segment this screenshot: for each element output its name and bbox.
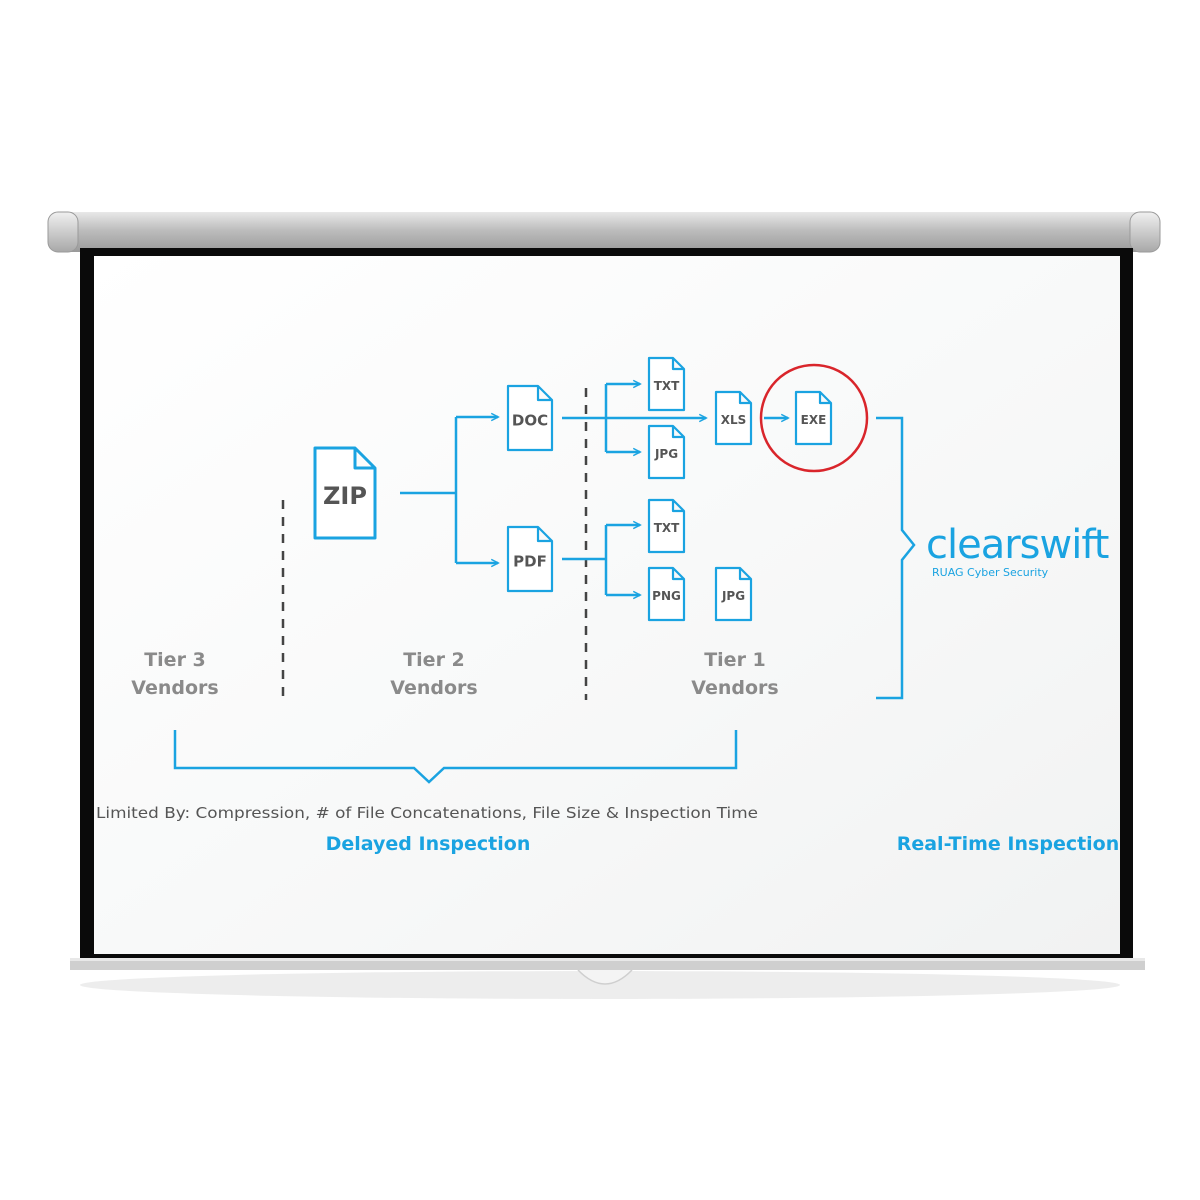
- file-icon-pdf-jpg: JPG: [714, 566, 753, 622]
- tier3-label: Tier 3 Vendors: [131, 649, 218, 699]
- tier3-line2: Vendors: [131, 677, 218, 699]
- file-icon-zip: ZIP: [313, 446, 377, 540]
- tier2-line2: Vendors: [390, 677, 477, 699]
- document-icon: [714, 390, 753, 446]
- document-icon: [794, 390, 833, 446]
- file-type-label: XLS: [721, 413, 747, 427]
- document-icon: [506, 525, 554, 593]
- delayed-inspection-label: Delayed Inspection: [326, 833, 531, 855]
- file-type-label: TXT: [654, 379, 680, 393]
- tier1-line1: Tier 1: [704, 649, 766, 671]
- file-icon-exe: EXE: [794, 390, 833, 446]
- clearswift-logo: clearswift RUAG Cyber Security: [926, 522, 1110, 579]
- file-icon-pdf: PDF: [506, 525, 554, 593]
- file-icon-pdf-png: PNG: [647, 566, 686, 622]
- document-icon: [647, 566, 686, 622]
- limited-by-note: Limited By: Compression, # of File Conca…: [96, 804, 758, 822]
- tier2-line1: Tier 2: [403, 649, 465, 671]
- file-icon-doc: DOC: [506, 384, 554, 452]
- file-type-label: EXE: [801, 413, 827, 427]
- realtime-inspection-label: Real-Time Inspection: [897, 833, 1120, 855]
- realtime-brace: [876, 416, 916, 700]
- file-type-label: PNG: [652, 589, 681, 603]
- tier3-line1: Tier 3: [144, 649, 206, 671]
- file-icon-xls: XLS: [714, 390, 753, 446]
- tier1-line2: Vendors: [691, 677, 778, 699]
- document-icon: [647, 424, 686, 480]
- screen-shadow: [80, 971, 1120, 999]
- document-icon: [647, 356, 686, 412]
- document-icon: [313, 446, 377, 540]
- file-type-label: TXT: [654, 521, 680, 535]
- clearswift-wordmark: clearswift: [926, 522, 1109, 568]
- connector-lines: [400, 384, 788, 595]
- tier2-label: Tier 2 Vendors: [390, 649, 477, 699]
- document-icon: [714, 566, 753, 622]
- screen-surface: [94, 256, 1120, 954]
- file-icon-doc-jpg: JPG: [647, 424, 686, 480]
- file-type-label: JPG: [721, 589, 745, 603]
- tier1-label: Tier 1 Vendors: [691, 649, 778, 699]
- file-type-label: DOC: [512, 412, 548, 430]
- file-icon-doc-txt: TXT: [647, 356, 686, 412]
- document-icon: [506, 384, 554, 452]
- file-type-label: PDF: [513, 553, 547, 571]
- screen-bottom-bar: [70, 958, 1145, 985]
- document-icon: [647, 498, 686, 554]
- file-icon-pdf-txt: TXT: [647, 498, 686, 554]
- clearswift-tagline: RUAG Cyber Security: [932, 566, 1049, 579]
- file-type-label: ZIP: [323, 482, 367, 510]
- file-type-label: JPG: [654, 447, 678, 461]
- delayed-brace: [173, 730, 738, 784]
- exe-highlight-ring: [759, 363, 869, 473]
- projector-roller: [47, 211, 1161, 253]
